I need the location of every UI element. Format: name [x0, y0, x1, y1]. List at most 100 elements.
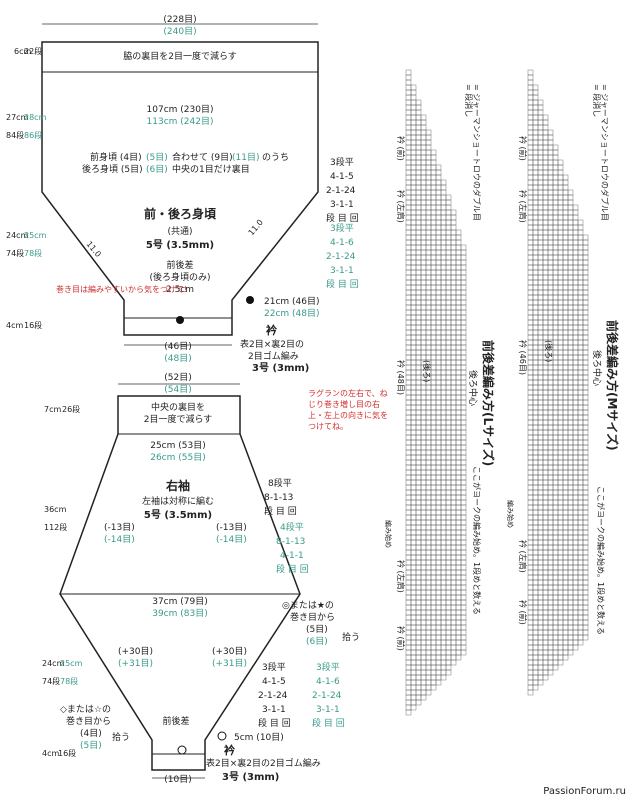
grid-cell [420, 194, 427, 201]
grid-cell [572, 469, 579, 476]
grid-cell [430, 349, 437, 356]
grid-cell [455, 274, 462, 281]
grid-cell [450, 394, 457, 401]
grid-cell [567, 514, 574, 521]
grid-cell [435, 554, 442, 561]
grid-cell [450, 509, 457, 516]
grid-cell [405, 534, 412, 541]
grid-cell [440, 629, 447, 636]
grid-cell [415, 539, 422, 546]
grid-cell [425, 584, 432, 591]
grid-cell [552, 574, 559, 581]
grid-cell [572, 644, 579, 651]
grid-cell [440, 614, 447, 621]
grid-cell [547, 614, 554, 621]
grid-cell [445, 604, 452, 611]
svg-text:8-1-13: 8-1-13 [264, 493, 293, 503]
grid-cell [542, 209, 549, 216]
grid-cell [460, 369, 467, 376]
grid-cell [440, 359, 447, 366]
grid-cell [547, 504, 554, 511]
grid-cell [557, 469, 564, 476]
grid-cell [420, 544, 427, 551]
grid-cell [577, 399, 584, 406]
grid-cell [445, 484, 452, 491]
grid-cell [450, 604, 457, 611]
grid-cell [430, 644, 437, 651]
grid-cell [410, 109, 417, 116]
grid-cell [430, 284, 437, 291]
grid-cell [572, 239, 579, 246]
grid-cell [415, 399, 422, 406]
grid-cell [532, 459, 539, 466]
grid-cell [562, 509, 569, 516]
grid-cell [557, 324, 564, 331]
grid-cell [577, 224, 584, 231]
grid-cell [537, 164, 544, 171]
grid-cell [455, 399, 462, 406]
grid-cell [567, 584, 574, 591]
grid-cell [567, 394, 574, 401]
grid-cell [547, 309, 554, 316]
grid-cell [455, 334, 462, 341]
grid-cell [582, 514, 589, 521]
grid-cell [542, 369, 549, 376]
grid-cell [572, 624, 579, 631]
grid-cell [537, 634, 544, 641]
grid-cell [562, 549, 569, 556]
grid-cell [562, 349, 569, 356]
grid-cell [435, 564, 442, 571]
grid-cell [405, 269, 412, 276]
grid-cell [440, 324, 447, 331]
grid-cell [567, 199, 574, 206]
grid-cell [567, 314, 574, 321]
grid-cell [445, 444, 452, 451]
grid-cell [445, 499, 452, 506]
grid-cell [440, 379, 447, 386]
grid-cell [542, 144, 549, 151]
grid-cell [460, 434, 467, 441]
grid-cell [435, 249, 442, 256]
grid-cell [577, 329, 584, 336]
grid-cell [552, 229, 559, 236]
grid-cell [557, 299, 564, 306]
grid-cell [450, 564, 457, 571]
grid-cell [567, 519, 574, 526]
grid-cell [552, 369, 559, 376]
grid-cell [460, 424, 467, 431]
bottom-w-l: (48目) [164, 353, 191, 364]
grid-cell [547, 289, 554, 296]
grid-cell [527, 674, 534, 681]
grid-cell [547, 514, 554, 521]
grid-cell [445, 434, 452, 441]
grid-cell [557, 624, 564, 631]
grid-cell [537, 669, 544, 676]
grid-cell [567, 349, 574, 356]
grid-cell [460, 439, 467, 446]
grid-cell [450, 494, 457, 501]
grid-cell [582, 604, 589, 611]
grid-cell [537, 629, 544, 636]
grid-cell [582, 579, 589, 586]
diff-sub: (後ろ身頃のみ) [149, 271, 210, 283]
grid-cell [552, 414, 559, 421]
plus30-r: (+30目) [212, 646, 247, 657]
grid-cell [532, 144, 539, 151]
grid-cell [405, 319, 412, 326]
grid-cell [572, 389, 579, 396]
grid-cell [582, 374, 589, 381]
grid-cell [445, 389, 452, 396]
grid-cell [532, 609, 539, 616]
grid-cell [440, 564, 447, 571]
grid-cell [562, 294, 569, 301]
grid-cell [577, 404, 584, 411]
grid-cell [562, 424, 569, 431]
grid-cell [567, 444, 574, 451]
grid-cell [415, 494, 422, 501]
grid-cell [562, 334, 569, 341]
grid-cell [450, 254, 457, 261]
grid-cell [410, 189, 417, 196]
grid-cell [410, 139, 417, 146]
grid-cell [552, 609, 559, 616]
grid-cell [537, 274, 544, 281]
